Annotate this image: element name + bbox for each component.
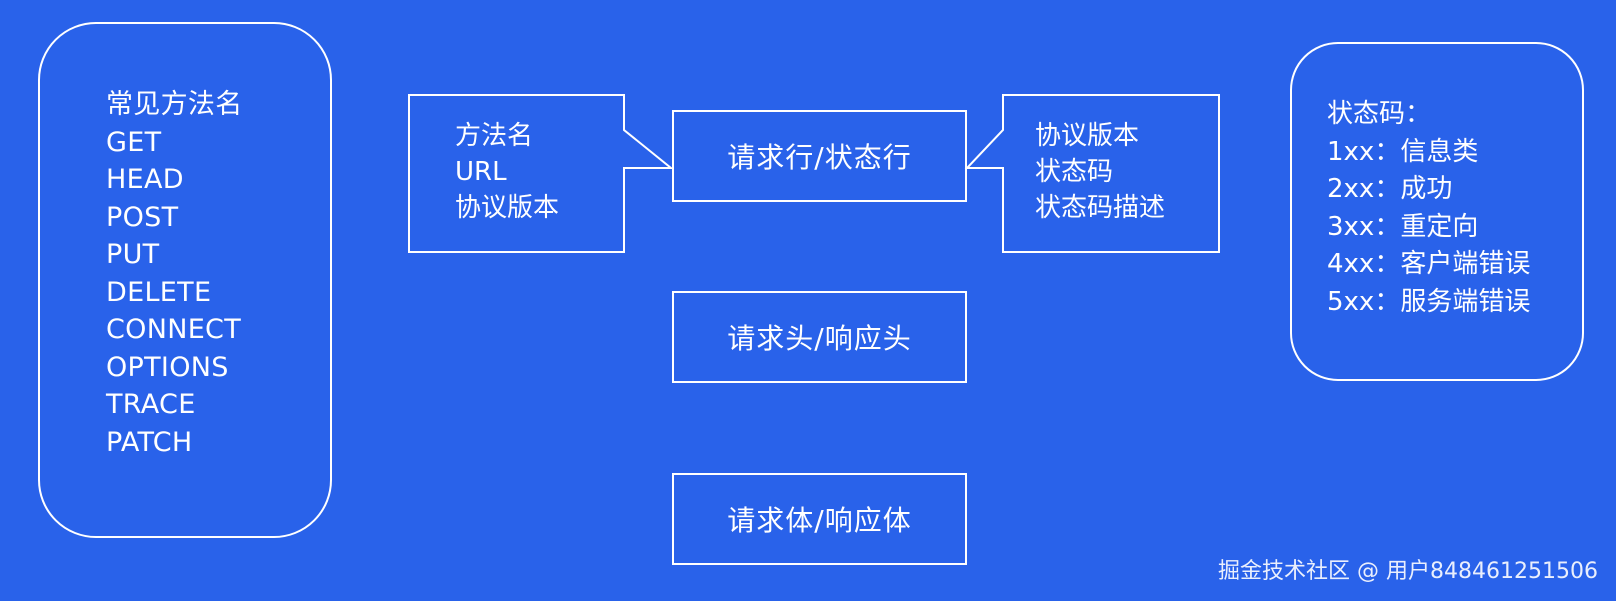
request-line-callout-bubble [408,94,674,253]
method-item-trace: TRACE [106,389,196,420]
status-codes-title: 状态码： [1327,99,1432,129]
callout-protocol-version: 协议版本 [455,193,560,223]
status-code-5xx: 5xx：服务端错误 [1327,286,1531,317]
methods-title: 常见方法名 [106,89,243,120]
request-status-line-box: 请求行/状态行 [672,110,967,202]
callout-status-description: 状态码描述 [1035,193,1166,223]
callout-url: URL [455,157,507,187]
callout-status-code: 状态码 [1035,157,1114,187]
status-line-callout-text: 协议版本 状态码 状态码描述 [1035,118,1165,226]
callout-method-name: 方法名 [455,121,534,151]
method-item-post: POST [106,201,179,233]
method-item-put: PUT [106,239,160,270]
body-box: 请求体/响应体 [672,473,967,565]
method-item-patch: PATCH [106,426,193,458]
status-line-callout-bubble [964,94,1220,253]
request-status-line-label: 请求行/状态行 [727,141,912,174]
method-item-connect: CONNECT [106,314,242,345]
methods-list: 常见方法名 GET HEAD POST PUT DELETE CONNECT O… [106,86,326,461]
method-item-options: OPTIONS [106,351,229,383]
status-code-1xx: 1xx：信息类 [1327,136,1479,167]
status-code-3xx: 3xx：重定向 [1327,211,1479,242]
callout-status-protocol-version: 协议版本 [1035,121,1140,151]
body-label: 请求体/响应体 [727,504,912,537]
methods-panel [38,22,332,538]
request-line-callout-text: 方法名 URL 协议版本 [455,118,559,226]
method-item-head: HEAD [106,164,184,195]
headers-label: 请求头/响应头 [727,322,912,355]
method-item-get: GET [106,126,162,158]
status-codes-panel [1290,42,1584,381]
watermark: 掘金技术社区 @ 用户848461251506 [1218,559,1598,584]
headers-box: 请求头/响应头 [672,291,967,383]
status-code-2xx: 2xx：成功 [1327,174,1453,204]
status-code-4xx: 4xx：客户端错误 [1327,249,1531,279]
status-codes-list: 状态码： 1xx：信息类 2xx：成功 3xx：重定向 4xx：客户端错误 5x… [1327,96,1530,321]
method-item-delete: DELETE [106,276,212,308]
